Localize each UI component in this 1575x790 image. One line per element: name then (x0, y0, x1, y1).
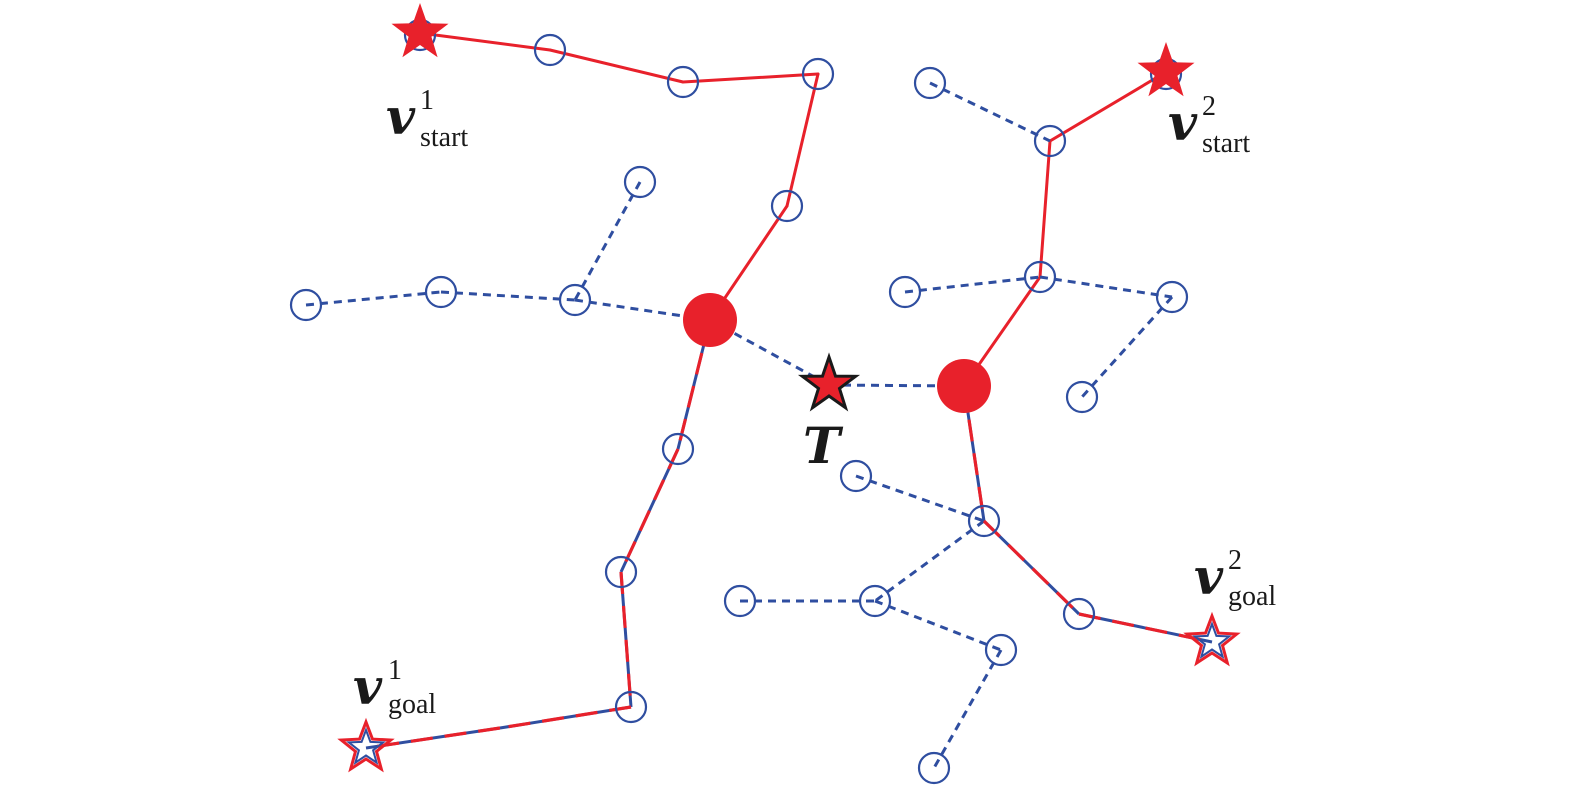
tree-node-a2 (666, 65, 700, 99)
label-layer: v 1 start v 2 start v 1 goal v 2 goal T (353, 85, 1276, 720)
meeting-point-c1 (683, 293, 737, 347)
tree-node-n_left1 (558, 283, 592, 317)
goal-star-icon-g1 (337, 717, 395, 773)
tree-edge-f4-f5 (874, 599, 1002, 652)
tree-node-n_top (623, 165, 657, 199)
tree-edge-d2-e_right (1039, 275, 1173, 299)
tree-node-f4 (858, 584, 892, 618)
tree-node-e_left (888, 275, 922, 309)
path-edge-a2-a3 (681, 72, 820, 84)
goal1-label-main: v (353, 657, 383, 716)
tree-edge-f2-f4 (874, 519, 985, 603)
goal-star-icon-g2 (1183, 611, 1241, 667)
goal-star-inner-g1 (346, 727, 386, 765)
start-star-shape-s1 (391, 3, 449, 58)
mixed-edge-f2-f7 (982, 519, 1081, 616)
tree-node-a1 (533, 33, 567, 67)
tree-node-n_left3 (289, 288, 323, 322)
mixed-edge-red-b3-b4 (499, 705, 632, 730)
mixed-edge-red-b2-b3 (619, 571, 633, 708)
tree-edge-e_top-d1 (929, 81, 1051, 143)
tree-node-f3 (723, 584, 757, 618)
start-star-icon-s1 (391, 3, 449, 58)
tree-node-f1 (839, 459, 873, 493)
start2-label-sup: 2 (1202, 91, 1216, 122)
tree-edge-c1-t (709, 318, 830, 387)
tree-edge-f5-f6 (932, 649, 1003, 769)
tree-node-b2 (604, 555, 638, 589)
goal2-label-main: v (1194, 547, 1224, 606)
mixed-edge-red-f2-f7 (982, 519, 1081, 616)
tree-node-e_right (1155, 280, 1189, 314)
node-layer (289, 3, 1241, 785)
path-edge-a1-a2 (548, 48, 685, 84)
tree-node-d1 (1033, 124, 1067, 158)
goal1-label-sub: goal (388, 689, 436, 720)
path-edge-a3-a4 (785, 72, 820, 208)
tree-edge-f1-f2 (855, 474, 985, 523)
mixed-edge-red-c2-f2 (962, 385, 986, 522)
start-star-icon-s2 (1137, 42, 1195, 97)
tree-node-b3 (614, 690, 648, 724)
tree-node-n_left2 (424, 275, 458, 309)
target-star-icon (797, 352, 861, 412)
goal2-label-sup: 2 (1228, 545, 1242, 576)
tree-node-a3 (801, 57, 835, 91)
tree-node-a4 (770, 189, 804, 223)
start2-label-main: v (1168, 93, 1198, 152)
tree-node-f5 (984, 633, 1018, 667)
path-edge-s1-a1 (418, 31, 552, 52)
goal1-label-sup: 1 (388, 655, 402, 686)
tree-node-f2 (967, 504, 1001, 538)
mixed-edge-red-b1-b2 (619, 448, 680, 573)
start1-label-sub: start (420, 122, 468, 153)
tree-edge-e_right-e_low (1080, 295, 1174, 399)
mixed-edge-b2-b3 (619, 571, 633, 708)
target-label: T (803, 416, 844, 475)
mixed-edge-b3-b4 (499, 705, 632, 730)
tree-node-f7 (1062, 597, 1096, 631)
goal-star-outer-g1 (337, 717, 395, 773)
mixed-edge-red-c1-b1 (676, 319, 712, 450)
tree-edge-e_left-d2 (904, 275, 1041, 294)
start1-label-sup: 1 (420, 85, 434, 116)
tree-edge-n_left2-n_left1 (440, 290, 576, 302)
start-star-shape-s2 (1137, 42, 1195, 97)
tree-edge-n_left3-n_left2 (305, 290, 442, 307)
tree-node-e_low (1065, 380, 1099, 414)
path-edge-d1-d2 (1038, 139, 1052, 279)
tree-node-f6 (917, 751, 951, 785)
goal2-label-sub: goal (1228, 581, 1276, 612)
tree-node-b1 (661, 432, 695, 466)
goal-star-outer-g2 (1183, 611, 1241, 667)
tree-node-d2 (1023, 260, 1057, 294)
goal-star-inner-g2 (1192, 621, 1232, 659)
path-edge-s2-d1 (1048, 70, 1168, 143)
mixed-edge-b4-g1 (365, 726, 501, 750)
meeting-point-c2 (937, 359, 991, 413)
start2-label-sub: start (1202, 128, 1250, 159)
start1-label-main: v (386, 87, 416, 146)
tree-edge-n_top-n_left1 (573, 181, 642, 301)
mixed-edge-red-b4-g1 (365, 726, 501, 750)
tree-node-e_top (913, 66, 947, 100)
mixed-edge-b1-b2 (619, 448, 680, 573)
